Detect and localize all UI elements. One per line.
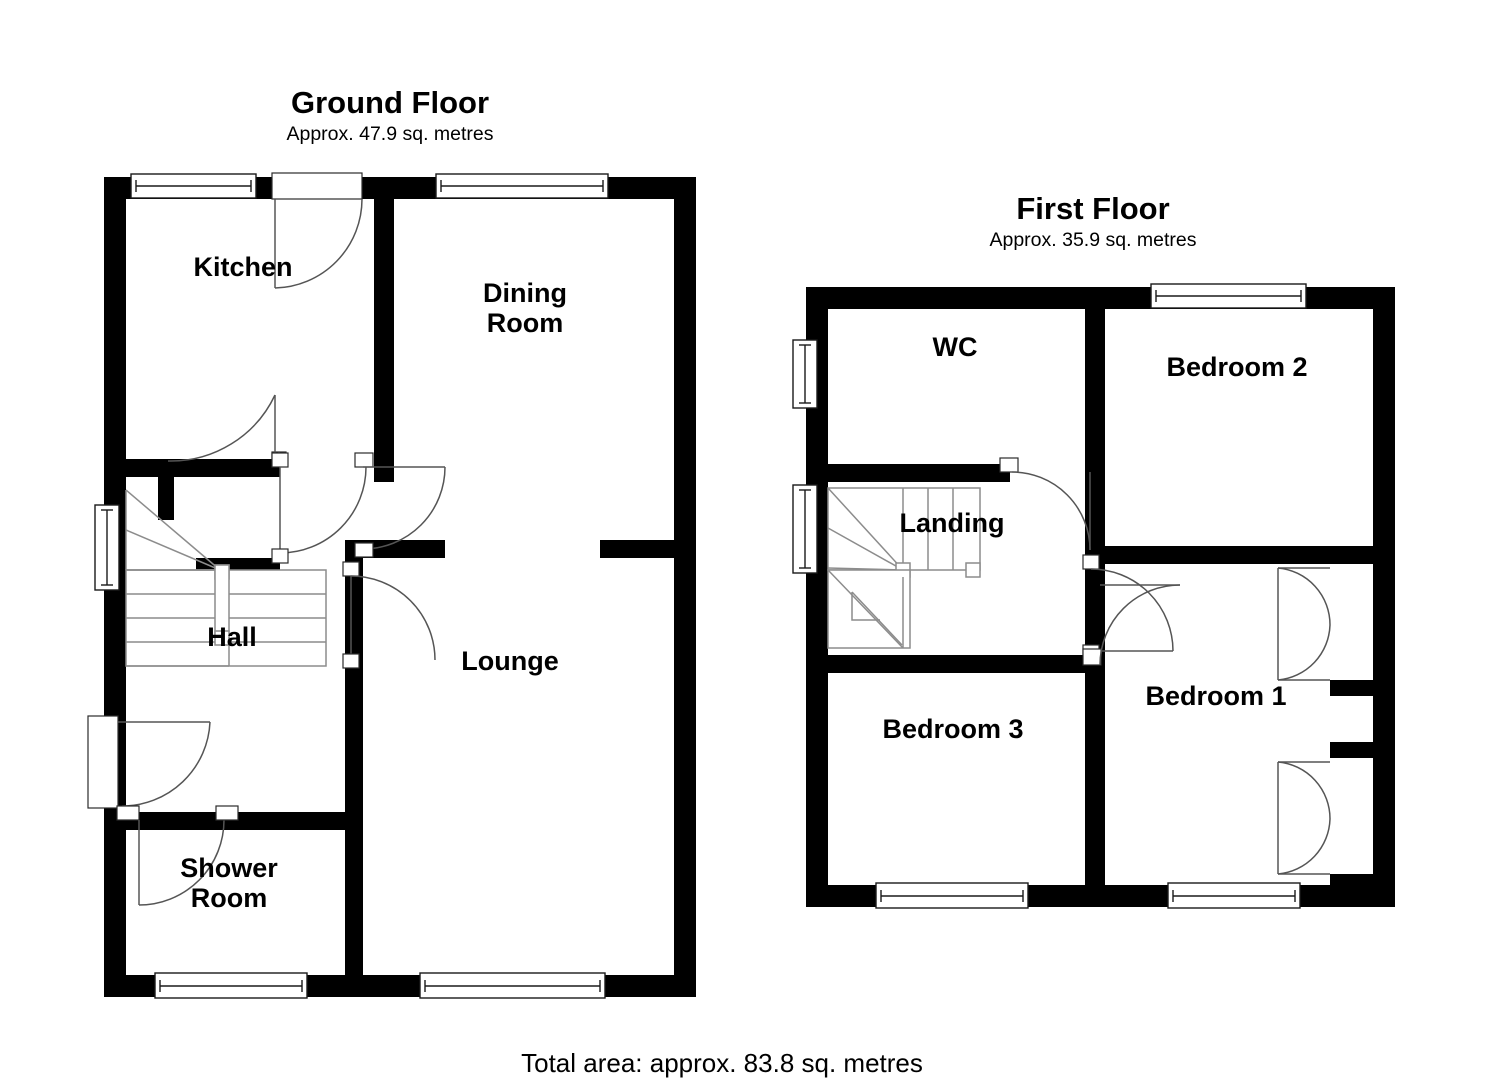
window-dining-top (435, 173, 609, 199)
ground-floor-windows (94, 173, 609, 999)
room-label-wc: WC (933, 332, 978, 362)
window-hall-left (94, 504, 120, 591)
door-wc (999, 457, 1091, 551)
room-label-shower-line2: Room (191, 883, 268, 913)
door-kitchen-entry (271, 172, 363, 289)
window-landing-left (792, 484, 818, 574)
first-floor-subtitle: Approx. 35.9 sq. metres (989, 229, 1196, 251)
ground-floor-subtitle: Approx. 47.9 sq. metres (286, 123, 493, 145)
first-floor-staircase (827, 487, 981, 649)
door-front-entrance (87, 715, 211, 809)
room-label-shower-line1: Shower (180, 853, 278, 883)
ground-floor-title: Ground Floor (291, 85, 489, 120)
room-label-landing: Landing (900, 508, 1005, 538)
room-label-kitchen: Kitchen (193, 252, 292, 282)
room-label-bedroom-1: Bedroom 1 (1145, 681, 1286, 711)
door-dining-hall (354, 452, 446, 558)
wardrobe-doors-bedroom1-upper (1277, 567, 1331, 681)
window-kitchen-top (130, 173, 257, 199)
first-floor-doors (999, 457, 1331, 875)
room-label-hall: Hall (207, 622, 257, 652)
ground-floor-staircase (125, 489, 327, 667)
window-bedroom2-top (1150, 283, 1307, 309)
window-lounge-bottom (419, 972, 606, 999)
door-shower-room (116, 805, 239, 906)
first-floor-title: First Floor (1016, 191, 1169, 226)
first-floor-windows (792, 283, 1307, 909)
door-kitchen-hall (167, 394, 287, 467)
ground-floor-doors (87, 172, 446, 906)
room-label-dining-line1: Dining (483, 278, 567, 308)
window-shower-bottom (154, 972, 308, 999)
window-bedroom3-bottom (875, 882, 1029, 909)
door-lounge-hall (342, 561, 436, 669)
wardrobe-doors-bedroom1-lower (1277, 761, 1331, 875)
room-label-bedroom-2: Bedroom 2 (1166, 352, 1307, 382)
door-hall-upper (271, 452, 367, 564)
first-floor-plan: WC Bedroom 2 Landing Bedroom 3 Bedroom 1 (792, 283, 1395, 909)
room-label-lounge: Lounge (461, 646, 558, 676)
door-bedroom1 (1082, 584, 1181, 666)
window-bedroom1-bottom (1167, 882, 1301, 909)
room-label-dining-line2: Room (487, 308, 564, 338)
ground-floor-plan: Kitchen Dining Room Hall Lounge Shower R… (87, 172, 696, 999)
room-label-bedroom-3: Bedroom 3 (882, 714, 1023, 744)
window-wc-left (792, 339, 818, 409)
total-area-label: Total area: approx. 83.8 sq. metres (521, 1048, 923, 1078)
